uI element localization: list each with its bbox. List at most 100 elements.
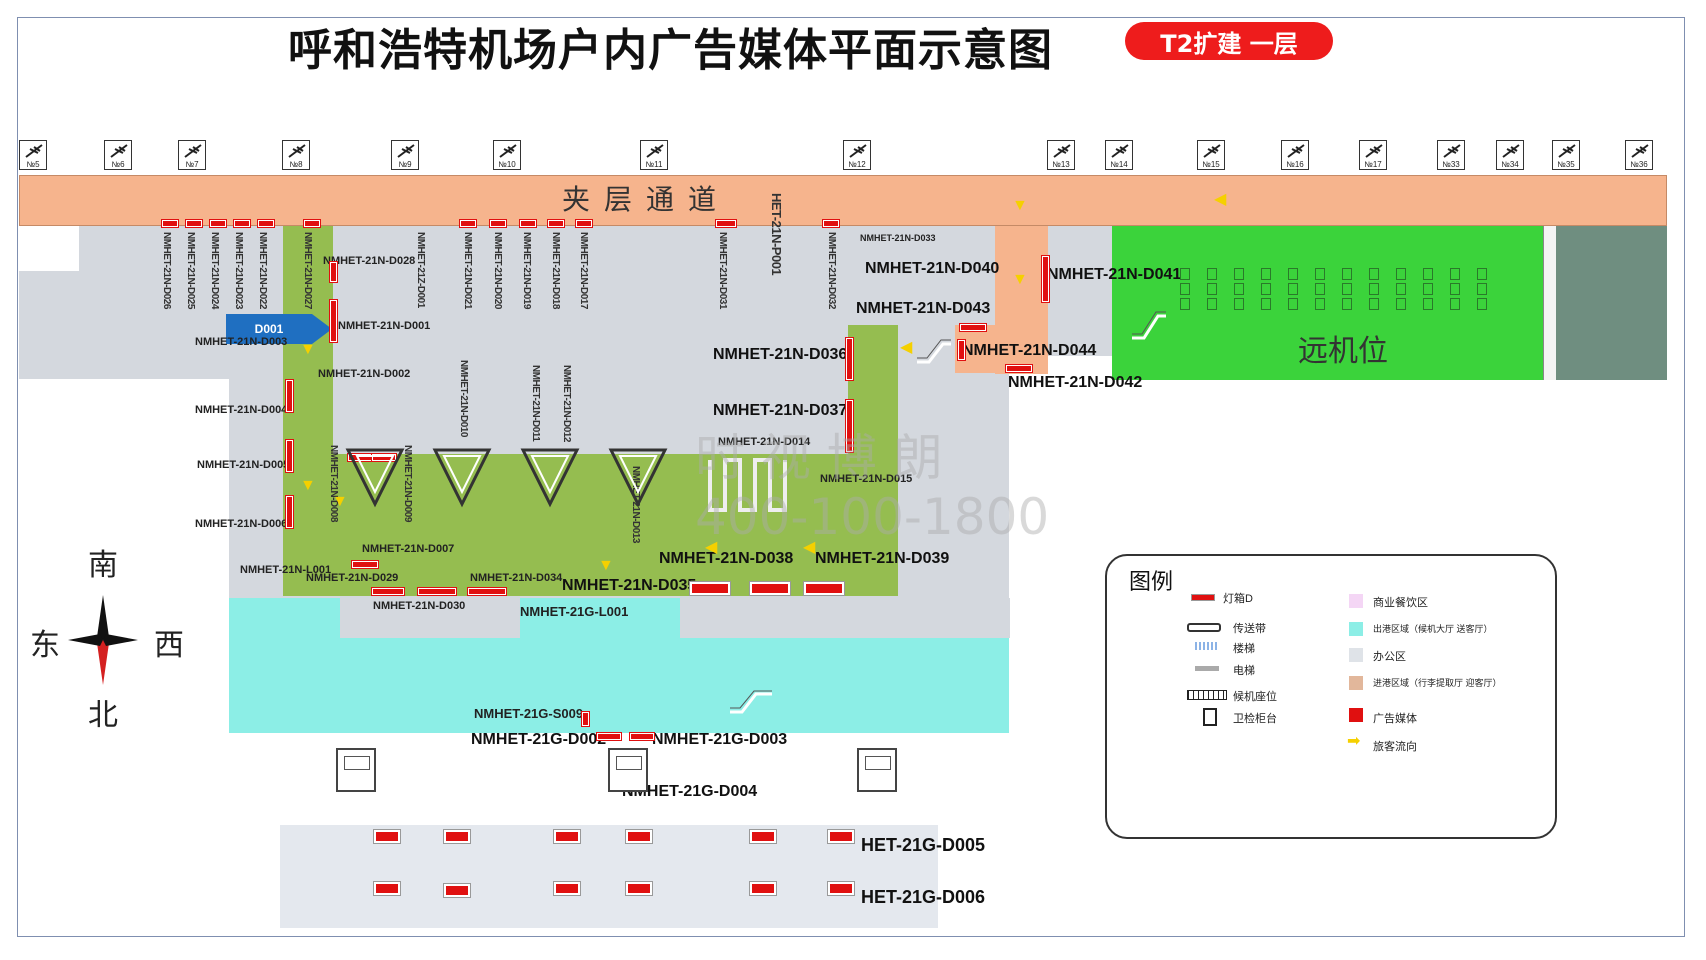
mezzanine-corridor [19,175,1667,226]
seat-block [1342,268,1352,280]
baggage-ad[interactable] [828,830,854,843]
ad-marker[interactable] [372,454,396,461]
ad-marker[interactable] [750,582,790,595]
ad-marker[interactable] [548,220,564,227]
airplane-icon [184,144,202,158]
seat-block [1234,283,1244,295]
ad-marker[interactable] [597,733,621,740]
airplane-icon [499,144,517,158]
legend-conveyor: 传送带 [1233,623,1266,635]
flow-arrow-icon: ◀ [1214,191,1227,208]
ad-marker[interactable] [490,220,506,227]
ad-marker[interactable] [234,220,250,227]
dark-zone-east [1555,226,1667,380]
grey-zone-west [19,226,79,271]
gate-label: №13 [1052,160,1070,169]
flow-arrow-icon: ▼ [332,493,348,510]
ad-marker[interactable] [468,588,506,595]
ad-marker[interactable] [960,324,986,331]
d001-callout[interactable]: D001 [226,314,332,344]
ad-marker[interactable] [186,220,202,227]
ad-marker[interactable] [258,220,274,227]
ad-marker[interactable] [804,582,844,595]
ad-marker[interactable] [418,588,456,595]
conveyor-swatch-icon [1187,623,1221,632]
legend-commercial: 商业餐饮区 [1373,597,1428,609]
compass-north: 北 [88,698,118,733]
label-d041: NMHET-21N-D041 [1047,266,1182,283]
ad-marker[interactable] [162,220,178,227]
seat-block [1315,283,1325,295]
seat-block [1234,298,1244,310]
white-strip [1543,226,1556,380]
airplane-icon [1631,144,1649,158]
ad-marker[interactable] [630,733,654,740]
legend-title: 图例 [1129,570,1174,595]
ad-marker[interactable] [210,220,226,227]
departure-swatch-icon [1349,622,1363,636]
label-d011: NMHET-21N-D011 [530,365,541,442]
ad-marker[interactable] [286,496,293,528]
ad-marker[interactable] [958,340,965,360]
gate-4: №8 [282,140,310,170]
baggage-ad[interactable] [374,882,400,895]
ad-marker[interactable] [372,588,404,595]
watermark-brand: 时 视 博 朗 [695,429,943,487]
label-d021: NMHET-21N-D021 [462,232,473,309]
baggage-ad[interactable] [444,884,470,897]
airplane-icon [25,144,43,158]
ad-marker[interactable] [352,561,378,568]
seat-block [1207,268,1217,280]
ad-marker[interactable] [846,400,853,452]
baggage-ad[interactable] [828,882,854,895]
label-d037: NMHET-21N-D037 [713,402,848,419]
label-d024: NMHET-21N-D024 [209,232,220,309]
baggage-ad[interactable] [750,882,776,895]
gate-10: №14 [1105,140,1133,170]
seat-block [1423,268,1433,280]
airplane-icon [1287,144,1305,158]
baggage-ad[interactable] [626,830,652,843]
ad-marker[interactable] [330,300,337,342]
baggage-ad[interactable] [374,830,400,843]
ad-marker[interactable] [582,712,589,726]
baggage-ad[interactable] [554,830,580,843]
label-z001: NMHET-21Z-D001 [415,232,426,308]
label-d022: NMHET-21N-D022 [257,232,268,309]
ad-marker[interactable] [520,220,536,227]
ad-marker[interactable] [690,582,730,595]
label-d020: NMHET-21N-D020 [492,232,503,309]
gate-label: №9 [398,160,412,169]
flow-arrow-icon: ▼ [598,557,614,574]
label-d035: NMHET-21N-D035 [562,577,697,594]
ad-marker[interactable] [460,220,476,227]
label-g-d006: HET-21G-D006 [861,887,986,907]
gate-9: №13 [1047,140,1075,170]
security-funnel-icon [608,448,668,508]
ad-marker[interactable] [846,338,853,380]
ad-marker[interactable] [304,220,320,227]
passenger-flow-arrow-icon: ➡ [1347,733,1361,750]
cyan-zone-cut-right [680,598,1010,638]
ad-marker[interactable] [716,220,736,227]
ad-marker[interactable] [286,380,293,412]
legend-passenger-flow: 旅客流向 [1373,741,1417,753]
ad-marker[interactable] [1006,365,1032,372]
gate-2: №6 [104,140,132,170]
ad-marker[interactable] [823,220,839,227]
seat-block [1450,283,1460,295]
legend-ad-media: 广告媒体 [1373,713,1417,725]
airplane-icon [288,144,306,158]
seat-block [1396,283,1406,295]
seat-block [1288,298,1298,310]
ad-marker[interactable] [576,220,592,227]
seat-block [1477,298,1487,310]
ad-marker[interactable] [286,440,293,472]
ad-marker[interactable] [330,262,337,282]
baggage-ad[interactable] [554,882,580,895]
ad-marker[interactable] [1042,256,1049,302]
baggage-ad[interactable] [444,830,470,843]
label-g-s009: NMHET-21G-S009 [474,706,584,721]
baggage-ad[interactable] [750,830,776,843]
baggage-ad[interactable] [626,882,652,895]
